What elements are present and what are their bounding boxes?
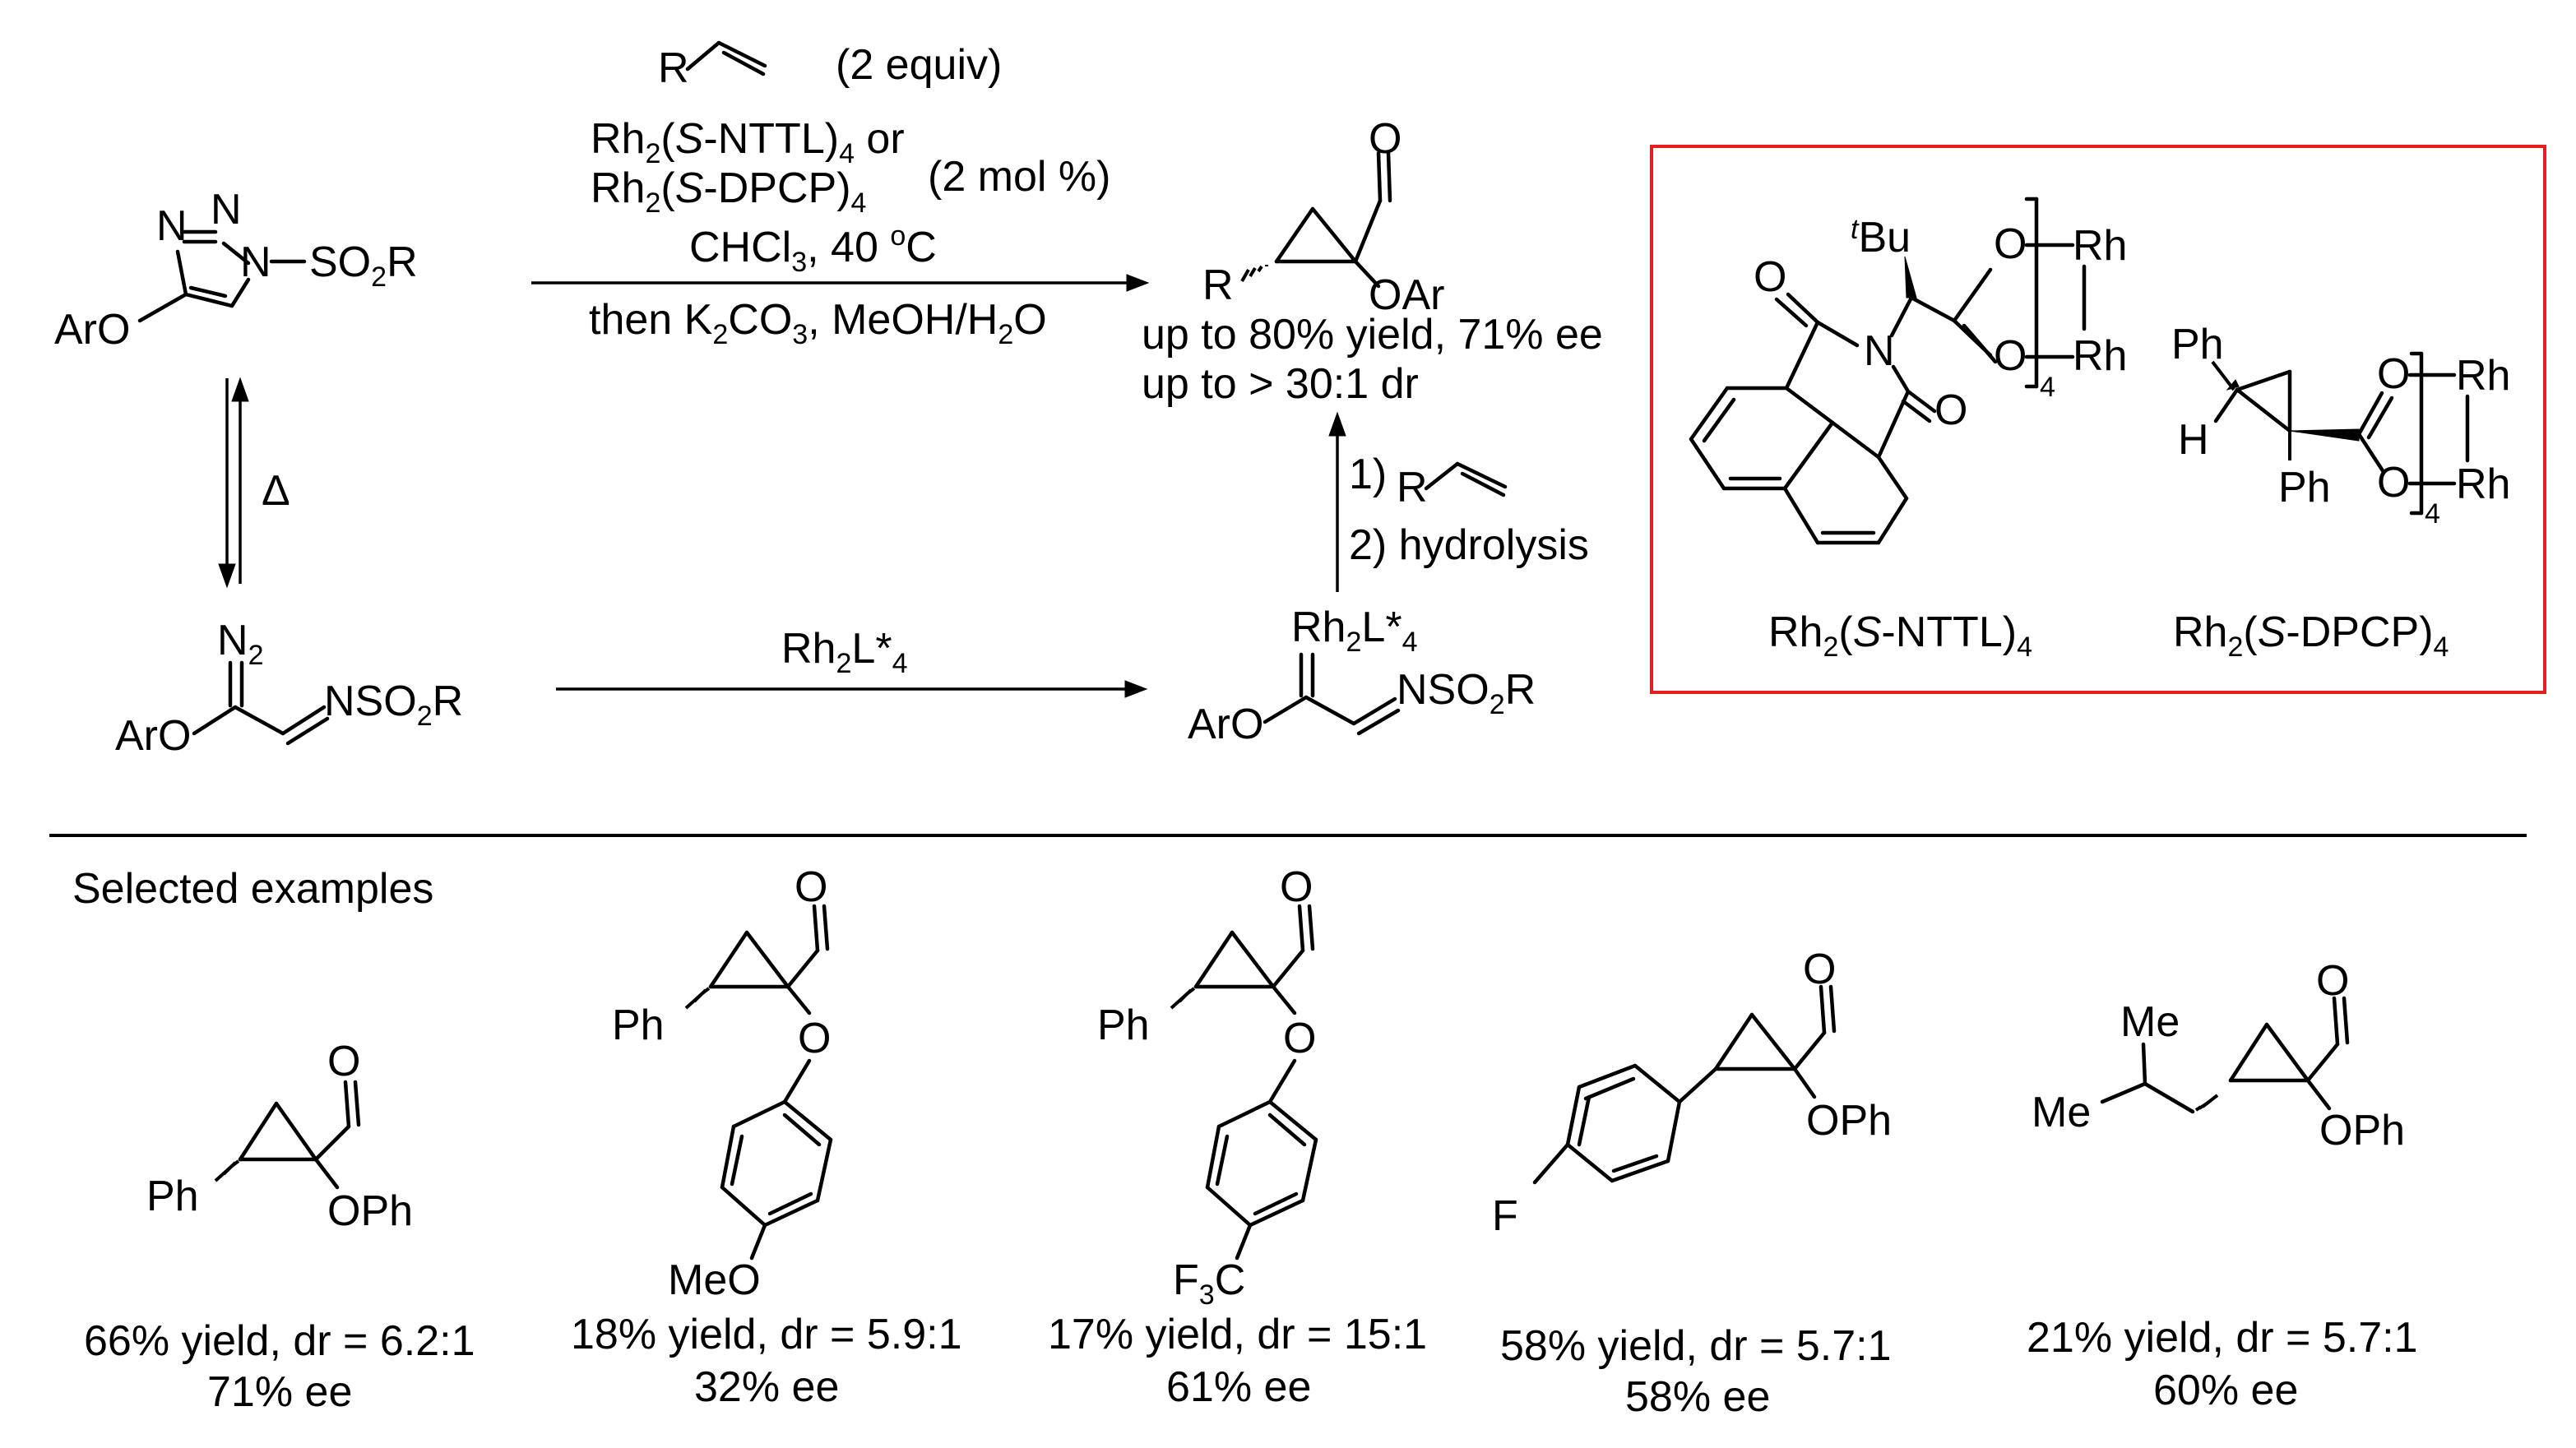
example-3-yield: 17% yield, dr = 15:1 — [1048, 1311, 1427, 1358]
ntts-catalyst-structure: tBu O O Rh Rh 4 N O O — [1689, 197, 2127, 545]
dpcp-label: Rh2(S-DPCP)4 — [2173, 608, 2449, 663]
tbu-label: tBu — [1851, 214, 1911, 261]
ntts-n: N — [1864, 327, 1895, 375]
cyclopropanation-arrow — [1328, 411, 1346, 592]
dpcp-ph-upper: Ph — [2171, 321, 2224, 368]
diazo-n2: N2 — [217, 617, 263, 671]
triazole-aro: ArO — [54, 306, 130, 354]
carbene-aro: ArO — [1188, 701, 1263, 748]
product-cyclopropane: R O OAr — [1202, 115, 1444, 319]
dpcp-o-lower: O — [2377, 459, 2410, 507]
example-2-yield: 18% yield, dr = 5.9:1 — [571, 1311, 962, 1358]
example-1-structure: Ph O OPh — [146, 1038, 413, 1235]
catalyst-loading: (2 mol %) — [928, 153, 1110, 201]
example-3-ph: Ph — [1097, 1002, 1150, 1049]
example-4-structure: O OPh F — [1492, 946, 1892, 1240]
ntts-o-lower: O — [1994, 332, 2027, 380]
carbene-rh: Rh2L*4 — [1291, 604, 1417, 658]
product-aldehyde-o: O — [1369, 115, 1402, 163]
ntts-o-upper: O — [1994, 220, 2027, 268]
product-oar: OAr — [1369, 271, 1444, 319]
example-2-o: O — [795, 863, 827, 911]
example-2-o-aryl: O — [798, 1015, 831, 1062]
rh-carbene-structure: Rh2L*4 ArO NSO2R — [1188, 604, 1536, 748]
example-3-o: O — [1280, 863, 1313, 911]
dpcp-h: H — [2178, 416, 2209, 464]
dpcp-rh-upper: Rh — [2456, 352, 2510, 400]
triazole-n3: N — [156, 202, 188, 250]
example-1-yield: 66% yield, dr = 6.2:1 — [84, 1317, 475, 1365]
example-3-ee: 61% ee — [1166, 1363, 1311, 1411]
delta-label: Δ — [262, 467, 290, 515]
example-3-structure: Ph O O F3C — [1097, 863, 1318, 1311]
catalyst-line-1: Rh2(S-NTTL)4 or — [591, 115, 905, 169]
diazo-aro: ArO — [115, 712, 191, 760]
example-3-f3c: F3C — [1173, 1256, 1245, 1311]
example-5-oph: OPh — [2319, 1107, 2405, 1154]
triazole-n1: N — [240, 238, 271, 286]
dpcp-catalyst-structure: Ph H Ph O O Rh Rh 4 — [2171, 321, 2510, 530]
diazo-nso2r: NSO2R — [324, 678, 463, 732]
example-4-yield: 58% yield, dr = 5.7:1 — [1500, 1322, 1892, 1370]
dpcp-rh-lower: Rh — [2456, 460, 2510, 508]
example-5-me-left: Me — [2032, 1089, 2091, 1136]
alkene-reagent: R (2 equiv) — [658, 40, 1002, 92]
example-5-o: O — [2316, 957, 2349, 1005]
rh-catalyst-label: Rh2L*4 — [781, 625, 907, 679]
example-5-me-top: Me — [2120, 998, 2180, 1046]
example-3-o-aryl: O — [1283, 1015, 1316, 1062]
product-yield: up to 80% yield, 71% ee — [1142, 311, 1603, 359]
alkene-equiv: (2 equiv) — [836, 41, 1002, 89]
example-2-structure: Ph O O MeO — [612, 863, 833, 1304]
dpcp-ph-lower: Ph — [2278, 464, 2331, 511]
example-4-f: F — [1492, 1192, 1518, 1240]
catalysts-box — [1650, 145, 2546, 694]
carbene-nso2r: NSO2R — [1397, 666, 1536, 720]
ntts-rh-lower: Rh — [2073, 332, 2127, 380]
conditions-workup: then K2CO3, MeOH/H2O — [589, 296, 1047, 350]
example-1-ph: Ph — [146, 1173, 199, 1220]
conditions-solvent-temp: CHCl3, 40 oC — [689, 220, 937, 278]
example-1-o: O — [327, 1038, 360, 1085]
example-1-ee: 71% ee — [207, 1368, 352, 1416]
product-r: R — [1202, 261, 1234, 309]
example-5-ee: 60% ee — [2153, 1367, 2298, 1414]
step1-alkene-r: R — [1397, 464, 1428, 511]
catalyst-line-2: Rh2(S-DPCP)4 — [591, 164, 866, 219]
dpcp-o-upper: O — [2377, 350, 2410, 398]
ntts-o-imide-2: O — [1934, 386, 1967, 434]
example-2-ee: 32% ee — [694, 1363, 839, 1411]
triazole-n2: N — [211, 186, 242, 234]
example-4-o: O — [1803, 946, 1836, 993]
ntts-o-imide-1: O — [1754, 253, 1786, 301]
example-2-meo: MeO — [668, 1256, 761, 1304]
example-1-oph: OPh — [327, 1187, 413, 1235]
equilibrium-arrows — [218, 377, 249, 589]
example-2-ph: Ph — [612, 1002, 665, 1049]
rh-reaction-arrow — [556, 680, 1148, 698]
step2-label: 2) hydrolysis — [1349, 521, 1589, 569]
examples-title: Selected examples — [72, 865, 433, 913]
triazole-so2r: SO2R — [309, 238, 418, 293]
diazo-structure: N2 ArO NSO2R — [115, 617, 463, 760]
example-5-yield: 21% yield, dr = 5.7:1 — [2027, 1314, 2418, 1362]
dpcp-subscript-4: 4 — [2425, 498, 2440, 530]
top-reaction-arrow — [531, 274, 1150, 292]
ntts-rh-upper: Rh — [2073, 222, 2127, 270]
product-dr: up to > 30:1 dr — [1142, 360, 1419, 408]
example-4-ee: 58% ee — [1625, 1373, 1770, 1421]
example-4-oph: OPh — [1806, 1097, 1892, 1145]
step1-label: 1) — [1349, 451, 1387, 498]
alkene-r: R — [658, 44, 689, 92]
ntts-label: Rh2(S-NTTL)4 — [1768, 608, 2032, 663]
triazole-structure: N N N SO2R ArO — [54, 186, 418, 354]
example-5-structure: Me Me O OPh — [2032, 957, 2405, 1154]
ntts-subscript-4: 4 — [2040, 372, 2055, 403]
